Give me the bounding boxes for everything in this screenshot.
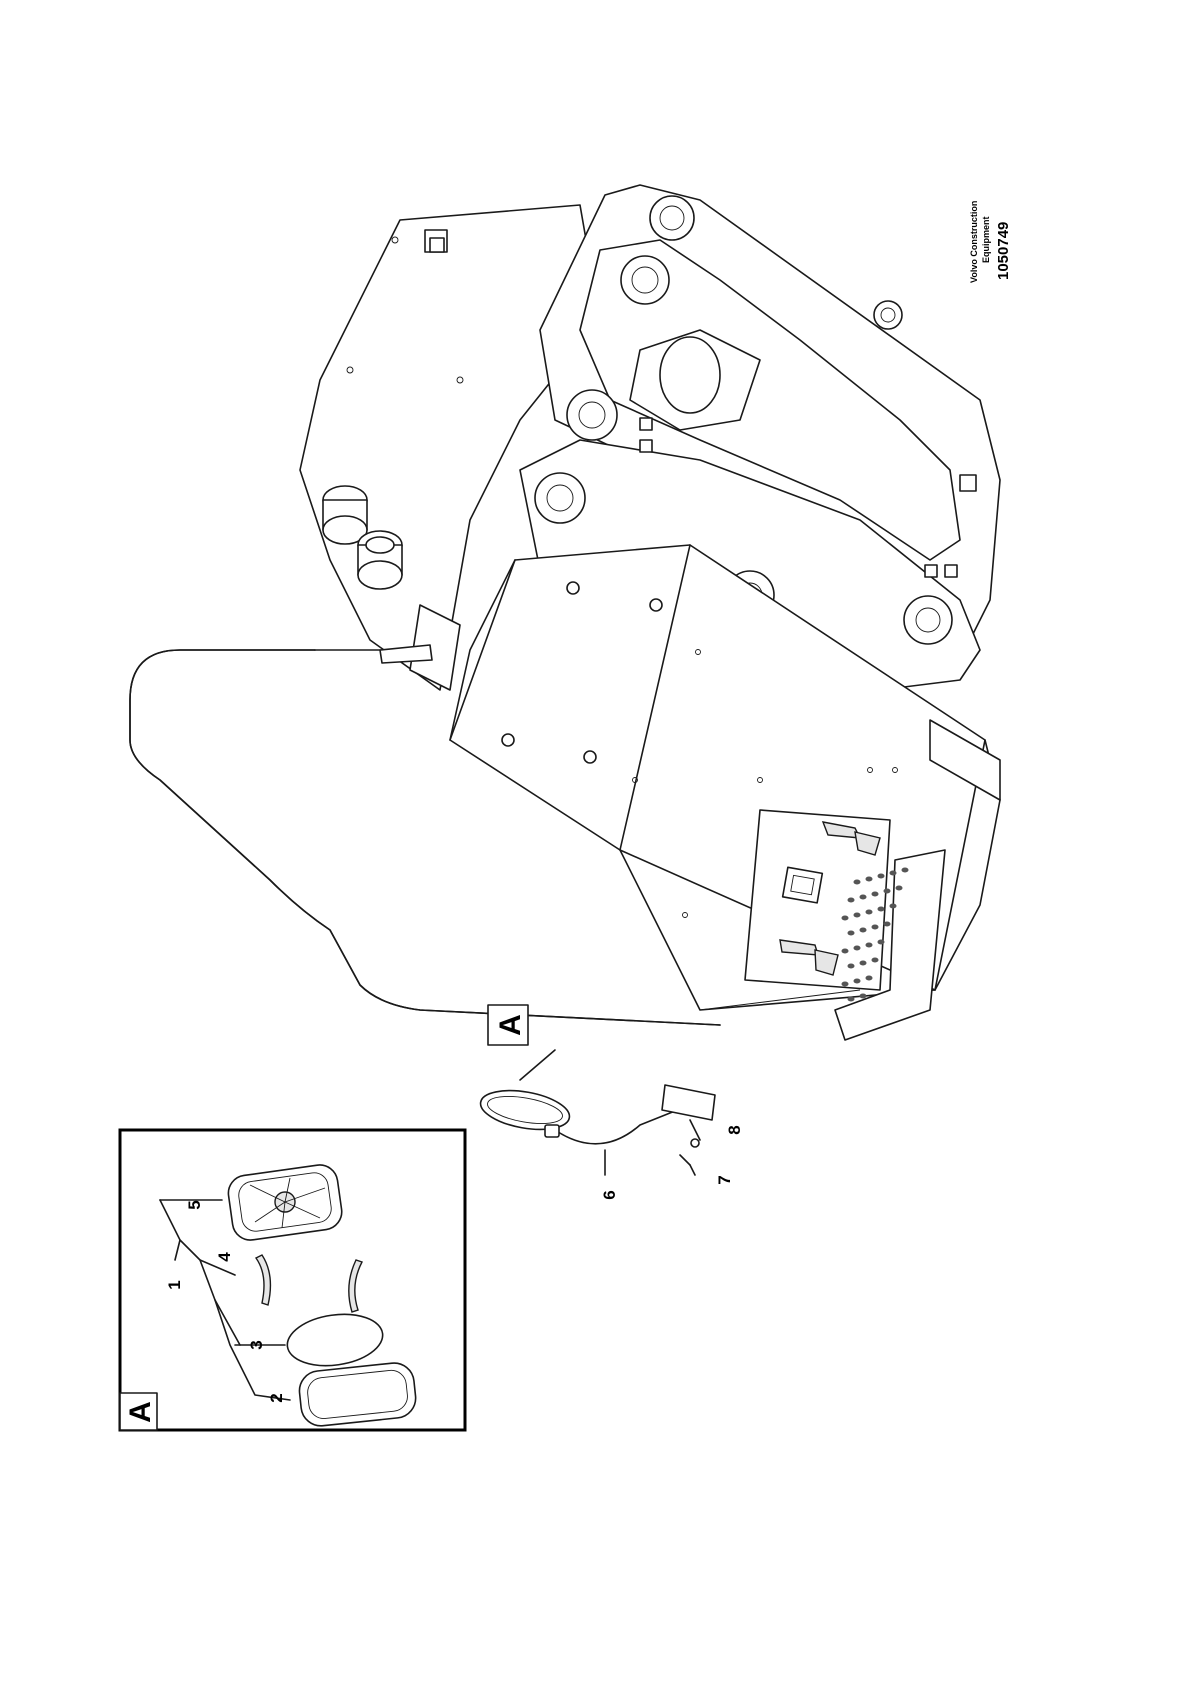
- grating-hole: [859, 927, 867, 933]
- grating-hole: [853, 945, 861, 951]
- grating-hole: [901, 867, 909, 873]
- grating-hole: [859, 894, 867, 900]
- grating-hole: [859, 960, 867, 966]
- drawing-id-block: Volvo Construction Equipment 1050749: [969, 201, 1012, 283]
- grating-hole: [865, 975, 873, 981]
- grating-hole: [865, 942, 873, 948]
- retaining-clips: [254, 1254, 364, 1313]
- item-label-8: 8: [725, 1125, 744, 1134]
- grating-hole: [895, 885, 903, 891]
- drawing-number: 1050749: [995, 222, 1012, 280]
- grating-hole: [865, 876, 873, 882]
- grating-hole: [841, 981, 849, 987]
- grating-hole: [883, 888, 891, 894]
- detail-callout-label: A: [494, 1014, 527, 1036]
- detail-view-a: A: [118, 1128, 467, 1432]
- grating-hole: [871, 891, 879, 897]
- mirror-frame-part: [298, 1362, 417, 1427]
- detail-callout-a: A: [487, 1004, 529, 1046]
- grating-hole: [847, 996, 855, 1002]
- mirror-housing-part: [227, 1164, 343, 1241]
- grating-hole: [871, 957, 879, 963]
- grating-hole: [841, 948, 849, 954]
- detail-label-1: 1: [165, 1280, 184, 1289]
- grating-hole: [889, 903, 897, 909]
- manufacturer-line1: Volvo Construction: [969, 201, 979, 283]
- grating-hole: [853, 879, 861, 885]
- cylinder-fitting: [322, 485, 403, 590]
- grating-hole: [859, 993, 867, 999]
- grating-hole: [865, 909, 873, 915]
- step-grating: [834, 849, 946, 1041]
- detail-label-4: 4: [215, 1252, 234, 1262]
- grating-hole: [847, 963, 855, 969]
- grating-hole: [847, 897, 855, 903]
- grating-hole: [877, 939, 885, 945]
- machine-illustration: [129, 184, 1001, 1176]
- detail-view-label: A: [124, 1401, 157, 1423]
- mirror-on-machine: [479, 1084, 716, 1145]
- detail-label-5: 5: [185, 1200, 204, 1209]
- manufacturer-line2: Equipment: [981, 216, 991, 263]
- latches: [779, 821, 881, 976]
- item-label-7: 7: [715, 1175, 734, 1184]
- detail-label-3: 3: [247, 1340, 266, 1349]
- grating-hole: [889, 870, 897, 876]
- detail-leaders: [159, 1199, 291, 1401]
- grating-hole: [853, 978, 861, 984]
- grating-hole: [871, 924, 879, 930]
- grating-hole: [853, 912, 861, 918]
- grating-hole: [877, 873, 885, 879]
- detail-label-2: 2: [267, 1393, 286, 1402]
- grating-hole: [847, 930, 855, 936]
- item-label-6: 6: [600, 1190, 619, 1199]
- grating-hole: [841, 915, 849, 921]
- grating-hole: [883, 921, 891, 927]
- mirror-glass-part: [286, 1313, 384, 1367]
- grating-hole: [877, 906, 885, 912]
